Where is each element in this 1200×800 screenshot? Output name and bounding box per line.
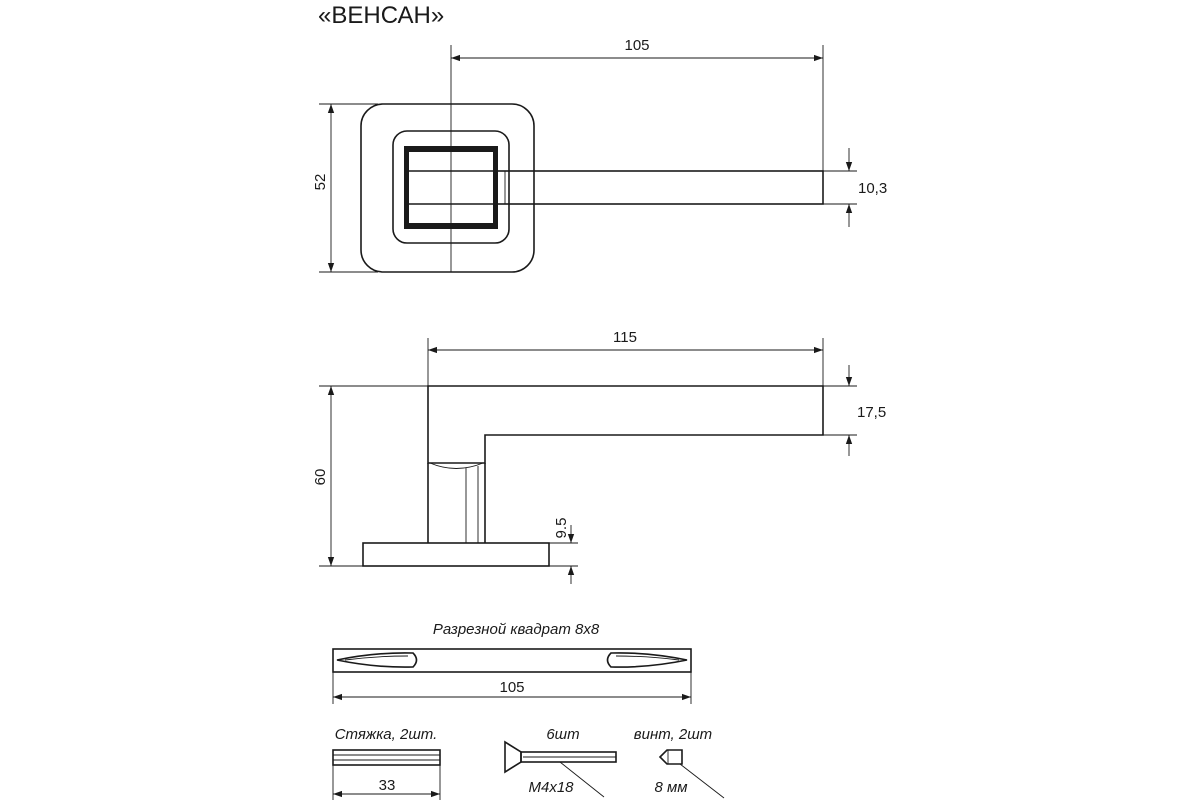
set-screw-caption: винт, 2шт (634, 726, 712, 743)
spindle-bar (332, 648, 692, 673)
spindle-length-label: 105 (499, 679, 524, 696)
dim-52-label: 52 (312, 174, 329, 191)
accessories: Стяжка, 2шт. 33 6шт М4х18 винт, 2шт 8 мм (332, 726, 725, 800)
drawing-title: «ВЕНСАН» (318, 2, 444, 29)
rosette-base (362, 542, 550, 567)
dim-9-5-label: 9.5 (553, 518, 570, 539)
stud-caption: Стяжка, 2шт. (335, 726, 438, 743)
dim-17-5-label: 17,5 (857, 404, 886, 421)
screw-caption: 6шт (546, 726, 579, 743)
spindle-slot-left (336, 652, 418, 668)
spindle-caption: Разрезной квадрат 8х8 (433, 621, 600, 638)
spindle-slot-right (606, 652, 688, 668)
stud-length-label: 33 (379, 777, 396, 794)
lever-side (427, 385, 824, 464)
rosette-outer (360, 103, 535, 273)
screw-icon (504, 740, 522, 774)
lever-top (496, 170, 824, 205)
dim-115-label: 115 (613, 329, 637, 346)
top-view: 105 52 10,3 (312, 37, 887, 273)
set-screw-size-label: 8 мм (654, 779, 687, 796)
dim-105-label: 105 (624, 37, 649, 54)
screw-size-label: М4х18 (528, 779, 574, 796)
side-view: 115 60 17,5 9.5 (312, 329, 886, 584)
set-screw-icon (658, 749, 683, 765)
dim-10-3-label: 10,3 (858, 180, 887, 197)
dim-60-label: 60 (312, 469, 329, 486)
handle-neck (427, 463, 486, 543)
stud-bar (332, 749, 441, 766)
spindle-view: Разрезной квадрат 8х8 105 (332, 621, 692, 704)
